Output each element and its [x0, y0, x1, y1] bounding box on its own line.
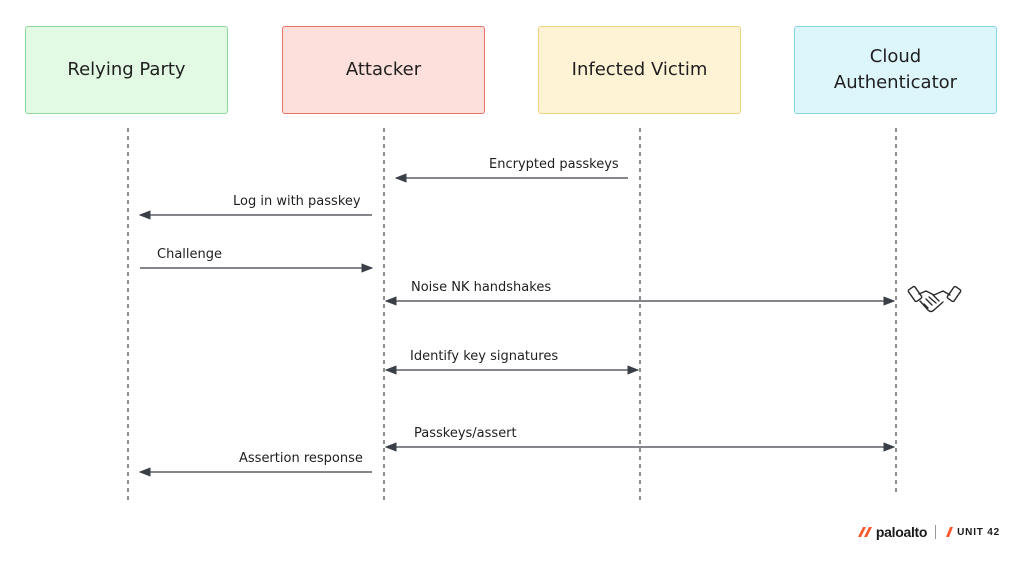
- message-label-5: Identify key signatures: [410, 349, 559, 364]
- message-label-4: Noise NK handshakes: [411, 280, 552, 295]
- paloalto-mark-icon: [857, 527, 872, 537]
- actor-relying-party: Relying Party: [25, 26, 228, 114]
- unit42-mark-icon: [946, 527, 954, 537]
- message-label-1: Encrypted passkeys: [489, 157, 619, 172]
- paloalto-unit42-logo: paloalto UNIT 42: [857, 520, 1000, 544]
- message-label-3: Challenge: [157, 247, 222, 262]
- logo-divider: [935, 525, 937, 539]
- message-label-7: Assertion response: [239, 451, 363, 466]
- unit42-wordmark: UNIT 42: [957, 526, 1000, 538]
- actor-infected-victim: Infected Victim: [538, 26, 741, 114]
- paloalto-wordmark: paloalto: [875, 524, 928, 540]
- actor-attacker: Attacker: [282, 26, 485, 114]
- actor-cloud-authenticator: Cloud Authenticator: [794, 26, 997, 114]
- message-label-2: Log in with passkey: [233, 194, 361, 209]
- handshake-icon: [907, 285, 962, 313]
- message-label-6: Passkeys/assert: [414, 426, 517, 441]
